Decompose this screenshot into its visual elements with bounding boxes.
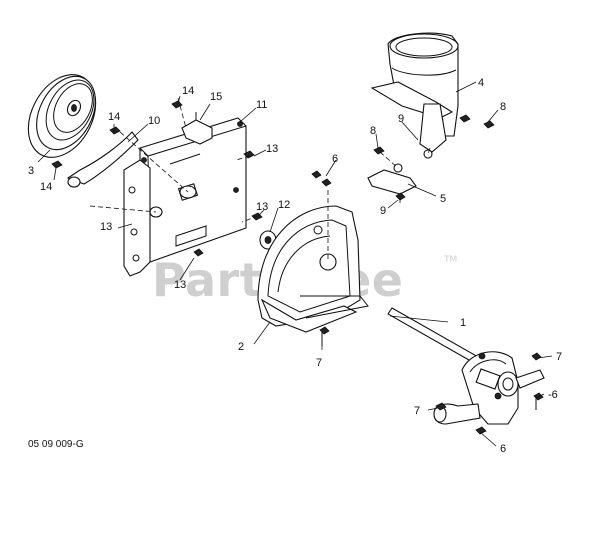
- pulley-part: [27, 74, 97, 158]
- callout-15: 15: [210, 91, 222, 103]
- bracket-part: [181, 112, 213, 145]
- callout-9-top: 9: [398, 113, 404, 125]
- callout-9-bottom: 9: [380, 205, 386, 217]
- callout-12: 12: [278, 199, 290, 211]
- callout-5: 5: [440, 193, 446, 205]
- drawing-code: 05 09 009-G: [28, 439, 84, 450]
- assembly-lines: [89, 97, 431, 262]
- side-frame-part: [123, 159, 151, 277]
- callout-7-left: 7: [316, 357, 322, 369]
- callout-14-lower: 14: [40, 181, 52, 193]
- callout-6-bottom: 6: [500, 443, 506, 455]
- callout-8-left: 8: [370, 125, 376, 137]
- auger-shaft-part: [387, 307, 545, 425]
- callout-8-right: 8: [500, 101, 506, 113]
- callout-13-middle: 13: [256, 201, 268, 213]
- callout-1: 1: [460, 317, 466, 329]
- callout-13-bottom: 13: [174, 279, 186, 291]
- callout-2: 2: [238, 341, 244, 353]
- chute-plate-part: [367, 169, 417, 195]
- callout-14-top: 14: [182, 85, 194, 97]
- callout-14-pulley: 14: [108, 111, 120, 123]
- callout-3: 3: [28, 165, 34, 177]
- callout-10: 10: [148, 115, 160, 127]
- auger-housing-part: [257, 205, 369, 333]
- watermark-trademark: TM: [443, 255, 457, 265]
- callout-13-left: 13: [100, 221, 112, 233]
- callout-6-top: 6: [332, 153, 338, 165]
- callout-7-bottom: 7: [414, 405, 420, 417]
- leader-lines: [37, 81, 553, 447]
- callout-labels: 1 2 3 4 5 6 -6 6 7 7 7 8 8 9 9 10 11 12 …: [28, 77, 562, 455]
- chute-collar-part: [370, 32, 459, 153]
- callout-11: 11: [256, 99, 267, 111]
- callout-7-right: 7: [556, 351, 562, 363]
- callout-13-upper: 13: [266, 143, 278, 155]
- callout-6-right: -6: [548, 389, 558, 401]
- callout-4: 4: [478, 77, 484, 89]
